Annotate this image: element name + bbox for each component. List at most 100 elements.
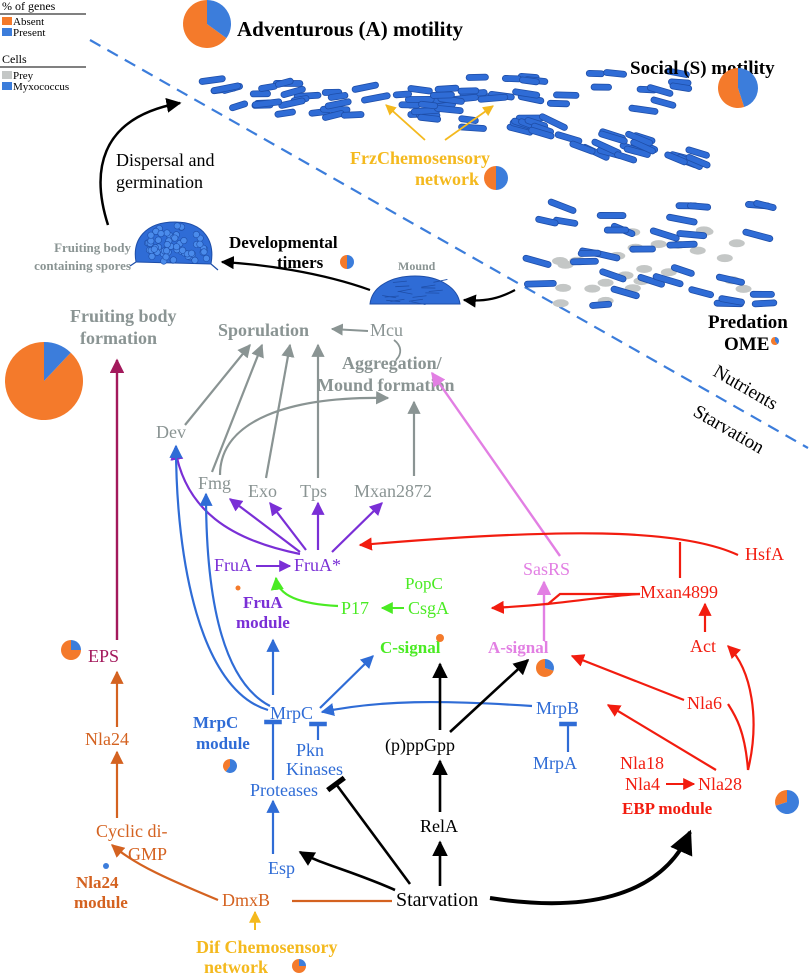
- bacterial-cell: [327, 92, 349, 101]
- motility-cell-stream: [198, 67, 711, 170]
- legend-prey-swatch: [2, 71, 12, 79]
- mound-to-fruiting-body-arrow: [220, 256, 371, 292]
- proteases-label: Proteases: [250, 780, 318, 800]
- mound-illustration: [369, 275, 461, 306]
- nla28-label: Nla28: [698, 774, 742, 794]
- dev-timers-label-line1: Developmental: [229, 233, 338, 252]
- spore: [180, 237, 188, 245]
- mound-cell-outline: [433, 279, 448, 283]
- pkn-label: Pkn: [296, 740, 324, 760]
- mound-cell-outline: [421, 284, 436, 288]
- bacterial-cell: [649, 227, 680, 242]
- nla6-label: Nla6: [687, 693, 722, 713]
- bacterial-cell: [569, 257, 599, 266]
- mxan4899-to-csga-arrow: [490, 592, 641, 614]
- p17-label: P17: [341, 598, 369, 618]
- mrpc-module-line1: MrpC: [193, 713, 238, 732]
- frua-star-to-mxan2872-arrow: [331, 502, 383, 553]
- mound-cell-outline: [408, 298, 424, 302]
- starvation-to-esp-arrow: [298, 850, 396, 892]
- prey-cell: [716, 254, 733, 263]
- prey-cell: [689, 246, 706, 255]
- bacterial-cell: [596, 212, 627, 219]
- spore: [163, 241, 171, 249]
- prey-cell: [552, 299, 569, 308]
- pie-slice-absent: [484, 166, 496, 190]
- frua-star-output-arrows: [170, 446, 383, 695]
- bacterial-cell: [340, 111, 365, 119]
- bacterial-cell: [528, 126, 555, 140]
- bacterial-cell: [519, 76, 540, 86]
- bacterial-cell: [603, 226, 630, 234]
- bacterial-cell: [275, 77, 294, 88]
- pie-slice-absent: [183, 0, 227, 49]
- bacterial-cell: [229, 100, 249, 112]
- pie-slice-present: [775, 790, 800, 814]
- csga-label: CsgA: [408, 598, 449, 618]
- pie-slice-present: [207, 0, 231, 39]
- spore: [191, 256, 199, 264]
- spore: [171, 234, 179, 242]
- predation-label-line2: OME: [724, 334, 769, 355]
- bacterial-cell: [392, 90, 413, 99]
- bacterial-cell: [251, 98, 283, 109]
- popc-label: PopC: [405, 574, 443, 593]
- pie-slice-present: [225, 759, 237, 773]
- bacterial-cell: [258, 82, 278, 92]
- bacterial-cell: [718, 295, 745, 306]
- prey-cell: [584, 284, 601, 293]
- frua-module-line2: module: [236, 613, 290, 632]
- frua-star-to-dev-arrow: [170, 446, 301, 556]
- mound-cell-outline: [397, 288, 412, 293]
- nla24-module-line1: Nla24: [76, 873, 119, 892]
- pie-slice-absent: [436, 634, 444, 642]
- gene-presence-pies: [4, 0, 800, 973]
- mrpc-module-line2: module: [196, 734, 250, 753]
- mxan4899-label: Mxan4899: [640, 582, 718, 602]
- pie-slice-absent: [222, 759, 230, 772]
- prey-cell: [728, 239, 745, 248]
- mrpc-to-dev-arrow: [169, 444, 269, 712]
- black-arrows: [298, 658, 693, 906]
- spore: [169, 256, 177, 264]
- frua-star-label: FruA*: [294, 555, 341, 575]
- starvation-diagonal-label: Starvation: [690, 401, 769, 458]
- pie-slice-present: [347, 255, 354, 269]
- kinases-label: Kinases: [286, 759, 343, 779]
- bacterial-cell: [650, 96, 677, 109]
- bacterial-cell: [715, 273, 746, 286]
- mound-cell-outline: [398, 291, 413, 295]
- bacterial-cell: [628, 104, 659, 115]
- bacterial-cell: [610, 285, 640, 300]
- dev-timers-label-line2: timers: [277, 253, 324, 272]
- bacterial-cell: [324, 98, 352, 110]
- a-signal-label: A-signal: [488, 638, 549, 657]
- mrpc-to-c-signal-arrow: [319, 655, 374, 709]
- pie-frua-module: [235, 585, 241, 591]
- dmxb-label: DmxB: [222, 890, 270, 910]
- pie-slice-present: [103, 863, 109, 869]
- bacterial-cell: [749, 290, 775, 298]
- bacterial-cell: [742, 228, 774, 242]
- bacterial-cell: [361, 92, 391, 104]
- pie-dif: [292, 959, 306, 973]
- pie-slice-absent: [717, 68, 745, 108]
- legend-absent-label: Absent: [13, 16, 44, 28]
- bacterial-cell: [629, 245, 656, 253]
- spore: [188, 249, 196, 257]
- bacterial-cell: [669, 82, 693, 92]
- red-arrows: [358, 532, 755, 771]
- fb-spores-label-line1: Fruiting body: [54, 240, 131, 255]
- bacterial-cell: [512, 88, 541, 99]
- legend-myxococcus-swatch: [2, 82, 12, 90]
- pie-ebp-module: [775, 790, 800, 814]
- bacterial-cell: [665, 67, 690, 78]
- ebp-module-label: EBP module: [622, 799, 713, 818]
- spore: [157, 230, 165, 238]
- hsfa-label: HsfA: [745, 544, 784, 564]
- fmg-to-aggregation-arrow: [218, 391, 390, 476]
- pie-slice-present: [496, 166, 508, 190]
- nla24-label: Nla24: [85, 729, 129, 749]
- pie-a-signal: [535, 659, 554, 677]
